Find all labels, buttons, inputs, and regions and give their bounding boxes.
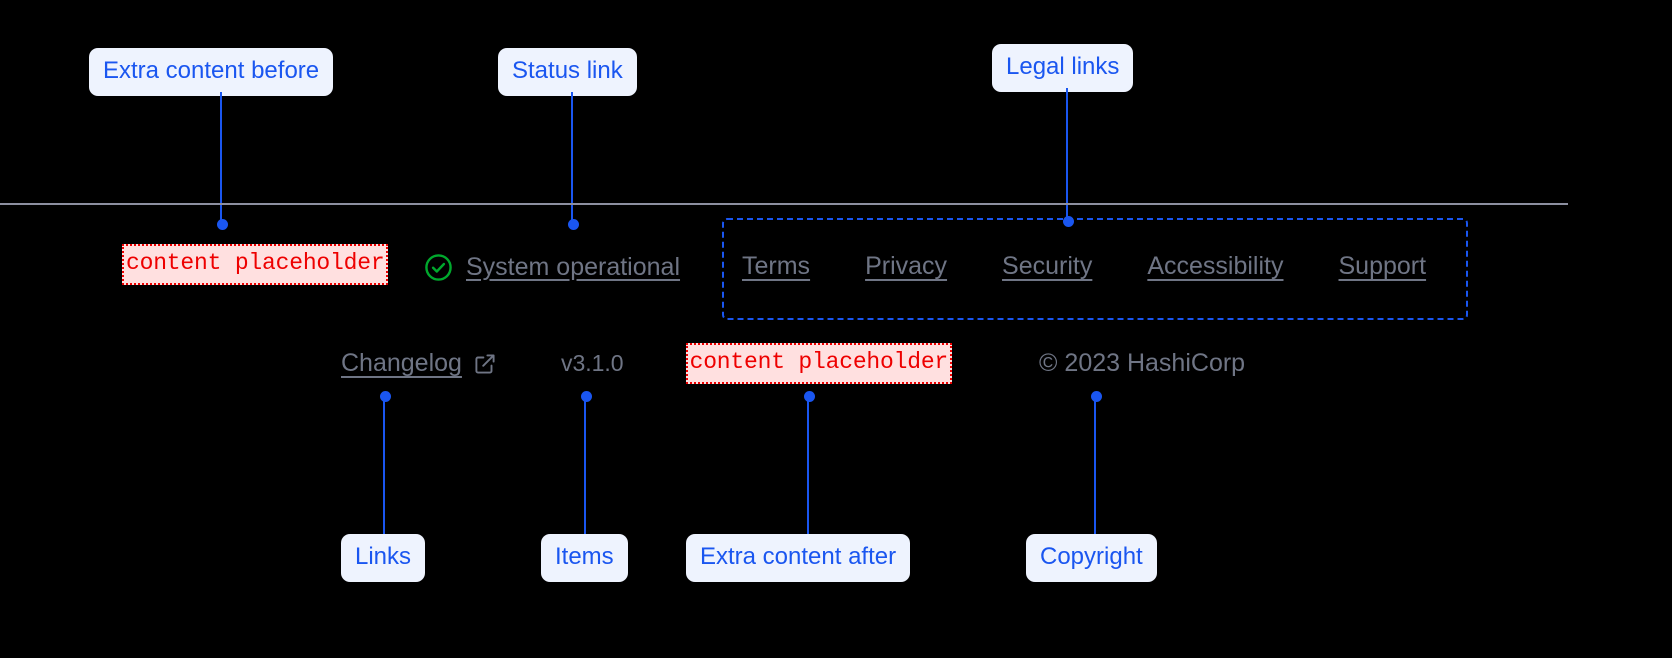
legal-link-privacy[interactable]: Privacy — [865, 252, 948, 280]
callout-legal-links: Legal links — [992, 44, 1134, 92]
connector-dot-items — [580, 390, 592, 402]
slot-after-placeholder: content placeholder — [685, 343, 953, 385]
status-link-label: System operational — [466, 253, 681, 281]
footer-separator — [0, 203, 1568, 205]
check-circle-icon — [425, 254, 452, 281]
connector-dot-extra-content-before — [216, 218, 228, 230]
connector-items — [584, 396, 586, 534]
copyright-label: © 2023 HashiCorp — [1039, 349, 1246, 378]
callout-items: Items — [541, 534, 628, 582]
connector-links — [383, 396, 385, 534]
connector-dot-legal-links — [1062, 215, 1074, 227]
connector-extra-content-after — [807, 396, 809, 534]
connector-dot-copyright — [1090, 390, 1102, 402]
callout-status-link: Status link — [498, 48, 637, 96]
connector-dot-links — [379, 390, 391, 402]
callout-extra-content-before: Extra content before — [89, 48, 334, 96]
legal-link-accessibility[interactable]: Accessibility — [1147, 252, 1284, 280]
connector-copyright — [1094, 396, 1096, 534]
legal-links-list: Terms Privacy Security Accessibility Sup… — [742, 252, 1426, 281]
legal-link-security[interactable]: Security — [1002, 252, 1093, 280]
connector-status-link — [571, 92, 573, 224]
connector-dot-status-link — [567, 218, 579, 230]
footer-row-secondary: Changelog v3.1.0 content placeholder © 2… — [341, 343, 1246, 385]
external-link-icon — [475, 354, 495, 374]
version-label: v3.1.0 — [560, 350, 624, 377]
connector-dot-extra-content-after — [803, 390, 815, 402]
connector-extra-content-before — [220, 92, 222, 224]
legal-link-terms[interactable]: Terms — [742, 252, 811, 280]
callout-links: Links — [341, 534, 426, 582]
status-link[interactable]: System operational — [424, 253, 680, 282]
callout-extra-content-after: Extra content after — [686, 534, 911, 582]
changelog-link[interactable]: Changelog — [341, 349, 462, 378]
callout-copyright: Copyright — [1026, 534, 1157, 582]
footer-row-primary: content placeholder — [122, 244, 389, 286]
legal-link-support[interactable]: Support — [1338, 252, 1427, 280]
slot-before-placeholder: content placeholder — [122, 244, 389, 286]
connector-legal-links — [1066, 88, 1068, 221]
legal-links-highlight — [722, 218, 1468, 320]
